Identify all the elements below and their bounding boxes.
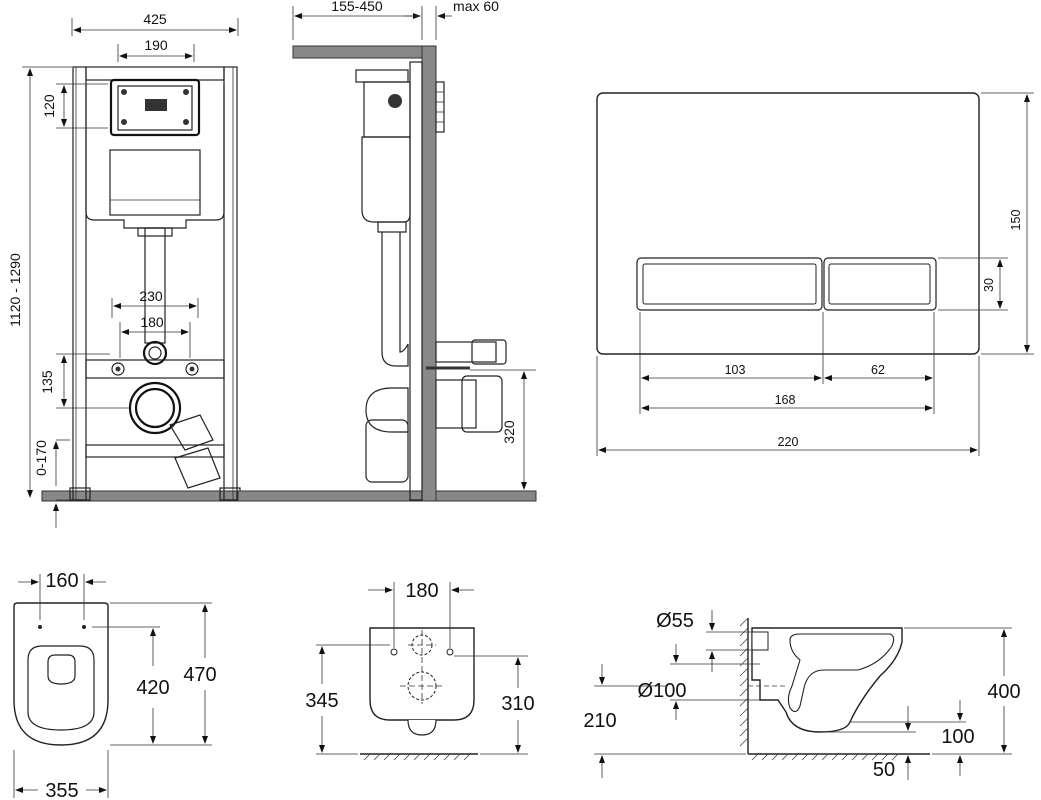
bowl-side-view: Ø55 Ø100 210 400 100 50 <box>583 610 1021 781</box>
floor-gap-label: 100 <box>941 726 974 748</box>
bottom-gap-label: 50 <box>873 759 895 781</box>
frame-height-label: 1120 - 1290 <box>7 253 23 327</box>
side-depth-label: 155-450 <box>331 0 383 14</box>
bowl-height-label: 400 <box>987 681 1020 703</box>
plate-width-dim: 220 <box>778 435 799 449</box>
wall-thickness-label: max 60 <box>453 0 499 14</box>
large-button-dim: 103 <box>725 363 746 377</box>
foot-adjust-label: 0-170 <box>33 440 49 476</box>
stud-outer-label: 230 <box>139 288 163 304</box>
side-outlet-height-label: 320 <box>501 420 517 444</box>
frame-width-label: 425 <box>143 11 167 27</box>
button-height-dim: 30 <box>982 278 996 292</box>
plate-width-label: 190 <box>144 37 168 53</box>
outlet-diameter-label: Ø100 <box>638 680 687 702</box>
bowl-inner-length-label: 420 <box>136 677 169 699</box>
flush-plate-view: 150 30 103 62 168 220 <box>596 92 1034 456</box>
buttons-width-dim: 168 <box>775 393 796 407</box>
small-button-dim: 62 <box>871 363 885 377</box>
side-outlet-height-dim: 210 <box>583 710 616 732</box>
stud-inner-label: 180 <box>140 314 164 330</box>
bowl-width-label: 355 <box>45 780 78 800</box>
inlet-diameter-label: Ø55 <box>656 610 694 632</box>
back-height-left-label: 345 <box>305 690 338 712</box>
bowl-top-view: 160 355 420 470 <box>13 570 217 800</box>
back-height-right-label: 310 <box>501 693 534 715</box>
bowl-back-view: 180 345 310 <box>305 580 535 761</box>
frame-side-view: 155-450 max 60 320 <box>237 0 537 502</box>
bowl-length-label: 470 <box>183 664 216 686</box>
back-bolt-spacing-label: 180 <box>405 580 438 602</box>
plate-height-dim: 150 <box>1009 210 1023 231</box>
frame-front-view: 425 190 120 1120 - 1290 230 180 135 <box>7 11 243 528</box>
plate-height-label: 120 <box>41 94 57 118</box>
bowl-bolt-spacing-label: 160 <box>45 570 78 592</box>
outlet-offset-label: 135 <box>39 370 55 394</box>
